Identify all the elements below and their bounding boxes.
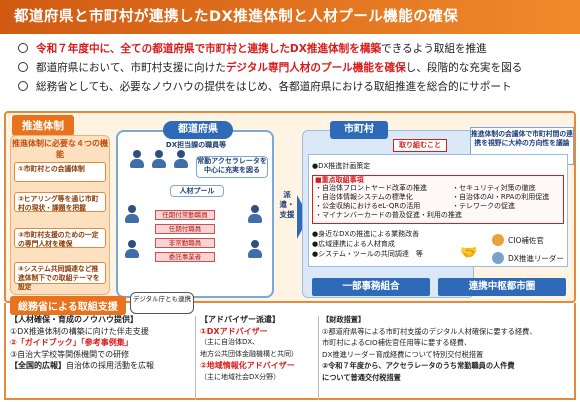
col-line: ①都道府県等による市町村支援のデジタル人材確保に要する経費、 <box>322 326 537 336</box>
initiative-line: ・セキュリティ対策の徹底 <box>452 184 536 192</box>
dx-leader-icon <box>492 252 504 264</box>
pool-item: 任期付常勤職員 <box>155 210 215 220</box>
col-line: ②地域情報化アドバイザー <box>200 361 295 370</box>
initiative-line: ●身近なDXの推進による業務改善 <box>312 230 420 238</box>
person-icon <box>125 205 139 223</box>
initiative-line: ・マイナンバーカードの普及促進・利用の推進 <box>315 211 462 219</box>
initiative-line: ●DX推進計画策定 <box>312 162 371 170</box>
suishin-tag: 推進体制 <box>12 115 74 136</box>
cio-person-icon <box>492 234 504 246</box>
circle-bullet-icon <box>18 81 28 91</box>
bullet-3: 総務省としても、必要なノウハウの提供をはじめ、各都道府県における取組推進を総合的… <box>18 78 578 97</box>
handshake-icon: 🤝 <box>460 245 478 261</box>
person-icon <box>130 150 144 168</box>
bullet-text: し、段階的な充実を図る <box>405 62 523 74</box>
priority-box <box>312 175 564 224</box>
support-panel <box>4 303 576 400</box>
col-line: ②「ガイドブック」「参考事例集」 <box>10 338 133 347</box>
digital-agency-note: デジタル庁とも連携 <box>130 292 194 314</box>
col-line: ①DXアドバイザー <box>200 326 268 336</box>
pool-item: 任期付職員 <box>155 224 215 234</box>
bullet-1: 令和７年度中に、全ての都道府県で市町村と連携したDX推進体制を構築できるよう取組… <box>18 40 578 59</box>
bar-jimu-kumiai: 一部事務組合 <box>312 278 430 296</box>
support-tag: 総務省による取組支援 <box>10 296 126 315</box>
support-col-advisor: 【アドバイザー派遣】 ①DXアドバイザー （主に自治体DX、 地方公共団体金融機… <box>200 314 298 383</box>
function-item: ④システム共同調達など推進体制下での取組テーマを設定 <box>14 262 106 291</box>
col-line: 市町村によるCIO補佐官任用等に要する経費、 <box>322 338 472 347</box>
col-line: （主に自治体DX、 <box>200 338 260 346</box>
divider <box>195 316 196 400</box>
dx-leader-label: DX推進リーダー <box>508 254 564 263</box>
circle-bullet-icon <box>18 62 28 72</box>
col-line: ②令和７年度から、アクセラレータのうち常勤職員の人件費 <box>322 361 515 370</box>
col-line: ③自治大学校等関係機関での研修 <box>10 349 130 359</box>
col-heading: 【全国的広報】 <box>10 361 66 370</box>
initiative-line: ・自治体情報システムの標準化 <box>315 193 413 201</box>
support-col-finance: 【財政措置】 ①都道府県等による市町村支援のデジタル人材確保に要する経費、 市町… <box>322 314 537 383</box>
col-line: DX推進リーダー育成経費について特別交付税措置 <box>322 349 484 359</box>
pool-item: 非常勤職員 <box>155 238 215 248</box>
person-icon <box>174 150 188 168</box>
person-icon <box>248 205 262 223</box>
initiative-line: ・自治体のAI・RPAの利用促進 <box>452 193 550 201</box>
function-item: ①市町村との会議体制 <box>14 162 106 182</box>
bar-renkei-toshiken: 連携中枢都市圏 <box>438 278 566 296</box>
col-heading: 【アドバイザー派遣】 <box>200 315 280 324</box>
pool-item: 委託事業者 <box>155 252 215 262</box>
bullet-text: 総務省としても、必要なノウハウの提供をはじめ、各都道府県における取組推進を総合的… <box>36 81 512 93</box>
dx-staff-label: DX担当課の職員等 <box>165 141 227 149</box>
initiative-line: ・公金収納におけるeL-QRの活用 <box>315 202 421 210</box>
bullet-2: 都道府県において、市町村支援に向けたデジタル専門人材のプール機能を確保し、段階的… <box>18 59 578 78</box>
col-line: 地方公共団体金融機構と共同） <box>200 349 298 358</box>
bullet-text: できるよう取組を推進 <box>381 43 487 55</box>
bullet-highlight: 令和７年度中に、全ての都道府県で市町村と連携したDX推進体制を構築 <box>36 43 382 55</box>
bullet-text: 都道府県において、市町村支援に向けた <box>36 62 226 74</box>
bullet-highlight: デジタル専門人材のプール機能を確保 <box>225 62 406 74</box>
initiative-line: ●システム・ツールの共同調達 等 <box>312 250 423 258</box>
prefecture-heading: 都道府県 <box>163 121 233 139</box>
dispatch-arrow-label: 派遣・支援 <box>279 190 295 219</box>
col-line: 自治体の採用活動を広報 <box>66 361 154 370</box>
col-line: （主に地域社会DX分野） <box>200 372 281 381</box>
bullet-list: 令和７年度中に、全ての都道府県で市町村と連携したDX推進体制を構築できるよう取組… <box>18 40 578 97</box>
col-line: について普通交付税措置 <box>322 372 401 382</box>
person-icon <box>152 150 166 168</box>
pool-label: 人材プール <box>170 185 224 197</box>
priority-heading: ■重点取組事項 <box>315 176 364 184</box>
support-col-know-how: 【人材確保・育成のノウハウ提供】 ①DX推進体制の構築に向けた伴走支援 ②「ガイ… <box>10 314 154 372</box>
initiative-line: ●広域連携による人材育成 <box>312 240 395 248</box>
function-item: ②ヒアリング等を通じ市町村の現状・課題を把握 <box>14 192 106 212</box>
col-heading: 【人材確保・育成のノウハウ提供】 <box>10 315 138 324</box>
municipality-heading: 市町村 <box>330 121 388 139</box>
four-functions-title: 推進体制に必要な４つの機能 <box>12 139 108 159</box>
divider <box>318 316 319 400</box>
circle-bullet-icon <box>18 43 28 53</box>
person-icon <box>125 240 139 258</box>
initiative-line: ・自治体フロントヤード改革の推進 <box>315 184 427 192</box>
function-item: ③市町村支援のための一定の専門人材を確保 <box>14 228 106 248</box>
torikumi-label: 取り組むこと <box>393 139 447 152</box>
accelerator-box: 常勤アクセラレータを中心に充実を図る <box>196 156 268 178</box>
cio-label: CIO補佐官 <box>508 236 544 245</box>
col-line: ①DX推進体制の構築に向けた伴走支援 <box>10 326 149 336</box>
person-icon <box>248 240 262 258</box>
page-title: 都道府県と市町村が連携したDX推進体制と人材プール機能の確保 <box>0 0 580 34</box>
initiative-line: ・テレワークの促進 <box>452 202 515 210</box>
col-heading: 【財政措置】 <box>322 315 366 324</box>
